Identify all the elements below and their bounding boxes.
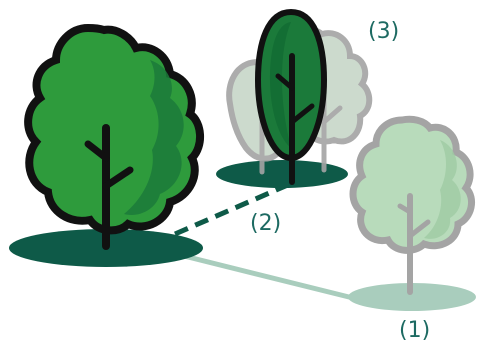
label-1: (1) [399, 318, 431, 343]
tree-3 [254, 8, 328, 185]
ground-shadow-3 [216, 160, 348, 188]
ground-shadow-1 [348, 283, 476, 311]
tree-1 [349, 115, 476, 295]
label-3: (3) [368, 19, 400, 44]
connector-to-1 [177, 252, 356, 301]
main-tree [24, 23, 204, 250]
label-2: (2) [250, 211, 282, 236]
